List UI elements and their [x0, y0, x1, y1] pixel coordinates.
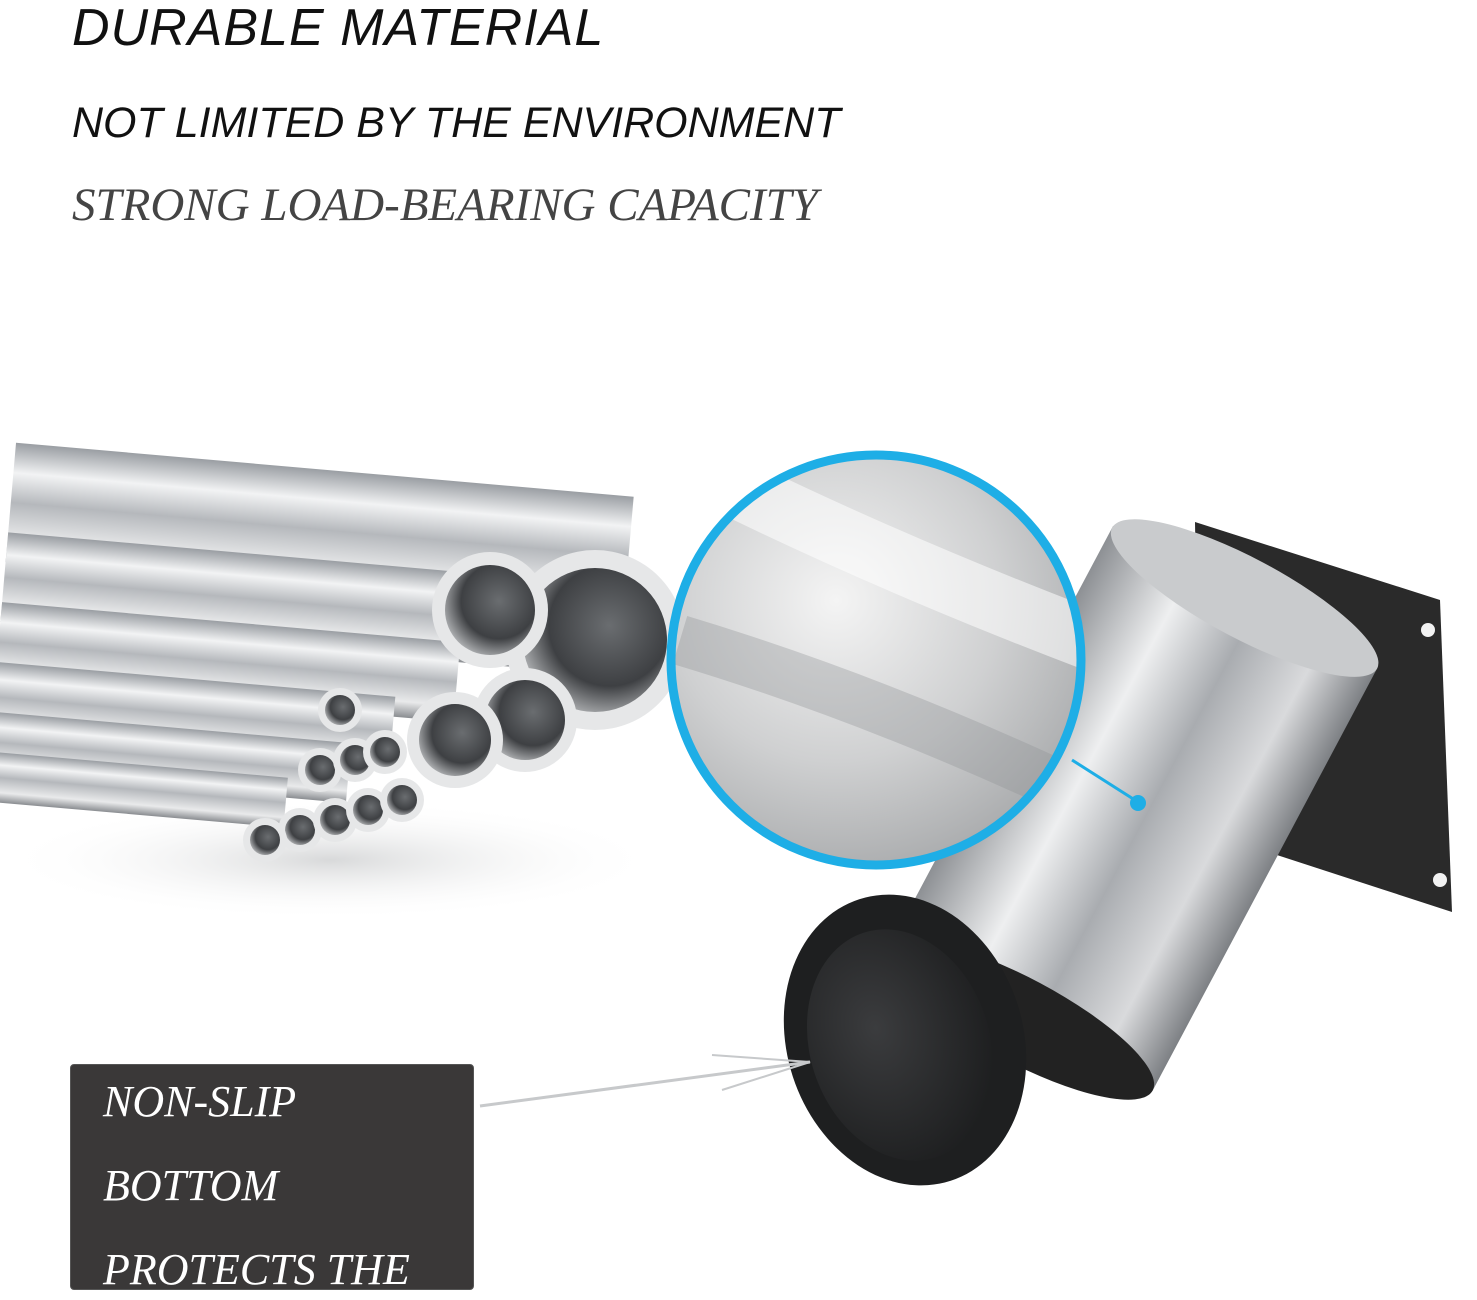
- steel-tubes-illustration: [0, 442, 685, 920]
- magnifier-detail: [671, 455, 1081, 865]
- callout-line-1: NON-SLIP: [103, 1077, 297, 1126]
- magnifier-ring: [666, 450, 1086, 870]
- non-slip-callout-box: NON-SLIP BOTTOM PROTECTS THE: [70, 1064, 474, 1290]
- magnifier-pointer-dot: [1130, 795, 1146, 811]
- callout-arrow-head: [711, 1054, 811, 1091]
- subheadline-environment: NOT LIMITED BY THE ENVIRONMENT: [72, 99, 841, 147]
- subheadline-load-bearing: STRONG LOAD-BEARING CAPACITY: [72, 179, 818, 231]
- callout-line-3: PROTECTS THE: [103, 1245, 410, 1290]
- headline-durable-material: DURABLE MATERIAL: [72, 0, 605, 57]
- magnifier-pointer-line: [1071, 758, 1139, 804]
- callout-line-2: BOTTOM: [103, 1161, 279, 1210]
- callout-arrow-line: [479, 1060, 811, 1108]
